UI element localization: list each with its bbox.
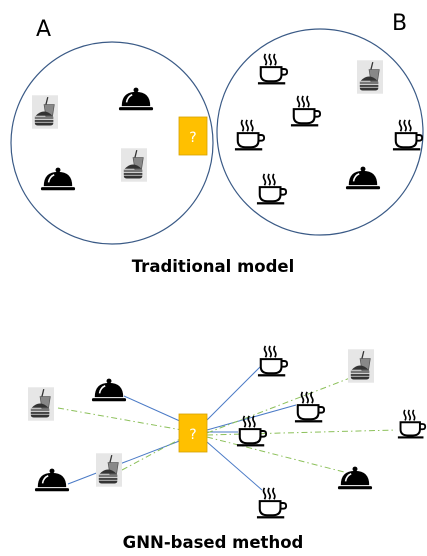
traditional-model-caption: Traditional model: [132, 257, 295, 276]
coffee-cup-icon: [397, 408, 427, 440]
unknown-node: [178, 116, 208, 156]
unknown-node-mark: ?: [189, 130, 196, 146]
burger-drink-icon: [32, 95, 58, 129]
cloche-icon: [34, 467, 70, 493]
coffee-cup-icon: [257, 344, 289, 378]
burger-drink-icon: [96, 453, 122, 487]
solid-edges: [67, 366, 297, 491]
coffee-cup-icon: [257, 52, 289, 86]
dashed-edges: [57, 377, 397, 473]
burger-drink-icon: [357, 59, 383, 95]
cluster-a-circle: [10, 41, 214, 245]
gnn-method-section: ? GNN-based method: [28, 344, 427, 552]
edge: [67, 439, 183, 485]
coffee-cup-icon: [290, 94, 322, 128]
cluster-a-label: A: [36, 17, 51, 42]
cloche-icon: [345, 165, 381, 191]
edge: [206, 404, 297, 431]
gnn-method-caption: GNN-based method: [123, 533, 304, 552]
cluster-b-label: B: [392, 11, 407, 36]
edge: [206, 377, 351, 434]
cluster-b-circle: [216, 28, 424, 236]
edge: [206, 441, 263, 491]
coffee-cup-icon: [234, 118, 266, 152]
edge: [57, 407, 183, 431]
edge: [121, 437, 183, 471]
unknown-node-mark: ?: [189, 427, 196, 443]
burger-drink-icon: [28, 387, 54, 421]
cloche-icon: [91, 377, 127, 403]
edge: [123, 395, 183, 423]
burger-drink-icon: [121, 148, 147, 182]
coffee-cup-icon: [256, 172, 288, 206]
coffee-cup-icon: [256, 486, 288, 520]
traditional-model-section: A B ? Traditional model: [10, 11, 424, 276]
edge: [206, 429, 397, 436]
coffee-cup-icon: [294, 390, 326, 424]
cloche-icon: [40, 166, 76, 192]
cloche-icon: [337, 465, 373, 491]
burger-drink-icon: [348, 348, 374, 384]
coffee-cup-icon: [392, 118, 424, 152]
edge: [206, 436, 345, 473]
unknown-node: [178, 413, 208, 453]
edge: [206, 366, 261, 421]
cloche-icon: [118, 86, 154, 112]
